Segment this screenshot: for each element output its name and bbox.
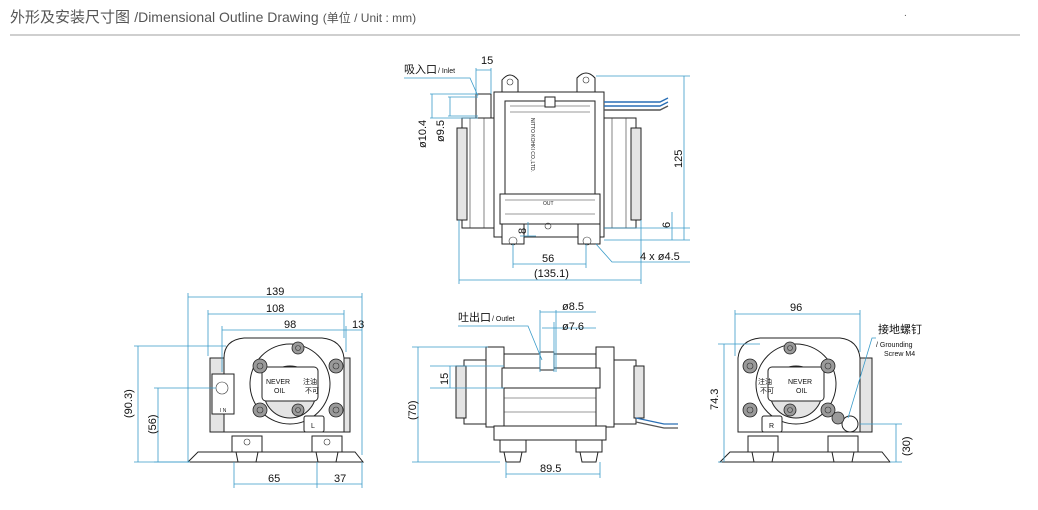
- dim-135-1: (135.1): [534, 268, 569, 280]
- dim-70: (70): [407, 400, 419, 420]
- head-bolts-right: [742, 341, 836, 418]
- dim-96: 96: [790, 302, 802, 314]
- right-view: 注油 不可 NEVER OIL R 96 74.3 (30) 接地螺钉 / Gr…: [709, 302, 922, 463]
- dim-holes: 4 x ø4.5: [640, 251, 680, 263]
- dim-8: 8: [517, 228, 529, 234]
- dim-d8-5: ø8.5: [562, 301, 584, 313]
- dim-37: 37: [334, 473, 346, 485]
- dim-74-3: 74.3: [709, 389, 721, 410]
- brand-label: NITTO KOHKI CO.,LTD.: [529, 118, 535, 172]
- dim-15-top: 15: [481, 55, 493, 67]
- corner-mark: .: [904, 8, 907, 19]
- dim-56-side: (56): [147, 414, 159, 434]
- title-divider: [10, 34, 1020, 36]
- grounding-screw-en-2: Screw M4: [884, 351, 915, 358]
- no-oil-cn-2: 不可: [305, 387, 319, 395]
- dim-56: 56: [542, 253, 554, 265]
- dim-d10-4: ø10.4: [417, 120, 429, 148]
- side-label-l: L: [311, 423, 315, 430]
- dim-15-front: 15: [439, 373, 451, 385]
- dim-98: 98: [284, 319, 296, 331]
- dim-d7-6: ø7.6: [562, 321, 584, 333]
- dim-13: 13: [352, 319, 364, 331]
- front-view: 吐出口/ Outlet ø8.5 ø7.6 15 (70) 89.5: [407, 301, 678, 478]
- dim-139: 139: [266, 286, 284, 298]
- oil-label: OIL: [274, 388, 285, 395]
- inlet-label: 吸入口/ Inlet: [404, 63, 455, 76]
- page-title: 外形及安装尺寸图 /Dimensional Outline Drawing (单…: [10, 6, 416, 27]
- top-view: NITTO KOHKI CO.,LTD. OUT 15 吸入口/ Inlet ø…: [404, 55, 690, 284]
- title-cn: 外形及安装尺寸图: [10, 9, 131, 26]
- grounding-screw-en-1: / Grounding: [876, 342, 913, 349]
- dim-d9-5: ø9.5: [435, 120, 447, 142]
- outlet-label: 吐出口/ Outlet: [458, 310, 515, 324]
- never-label: NEVER: [266, 379, 290, 386]
- never-label-right: NEVER: [788, 379, 812, 386]
- dim-125: 125: [673, 150, 685, 168]
- dim-6: 6: [661, 222, 673, 228]
- title-en: /Dimensional Outline Drawing: [134, 9, 319, 25]
- out-label: OUT: [543, 201, 554, 207]
- dim-108: 108: [266, 303, 284, 315]
- dim-65: 65: [268, 473, 280, 485]
- side-label-r: R: [769, 423, 774, 430]
- grounding-screw-cn: 接地螺钉: [878, 323, 922, 336]
- no-oil-cn-2-right: 不可: [760, 387, 774, 395]
- no-oil-cn-1: 注油: [303, 377, 317, 386]
- unit-note: (单位 / Unit : mm): [322, 11, 417, 25]
- dim-30: (30): [901, 436, 913, 456]
- in-label: I N: [220, 408, 227, 414]
- oil-label-right: OIL: [796, 388, 807, 395]
- left-view: I N NEVER OIL 注油 不可 L 139 108 98 13 (90.…: [123, 286, 364, 488]
- head-bolts: [252, 341, 344, 418]
- dim-90-3: (90.3): [123, 389, 135, 418]
- no-oil-cn-1-right: 注油: [758, 377, 772, 386]
- dim-89-5: 89.5: [540, 463, 561, 475]
